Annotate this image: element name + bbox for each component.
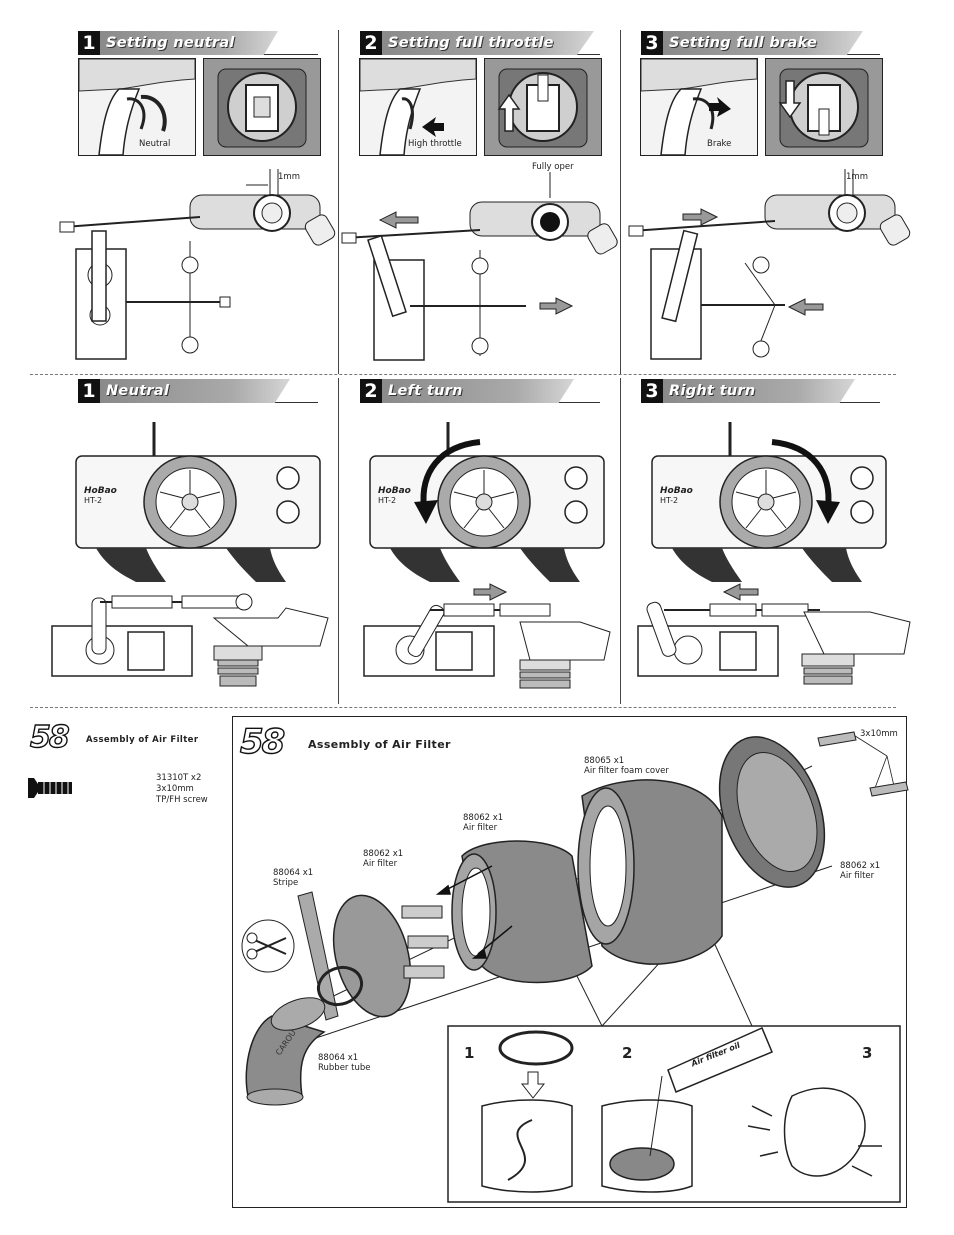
steering-linkage-diagram-left-turn (363, 583, 611, 689)
step-header-setting-neutral: 1 Setting neutral (78, 31, 278, 55)
radio-box-illustration (778, 68, 869, 148)
step-header-setting-full-throttle: 2 Setting full throttle (360, 31, 594, 55)
step-header-left-turn: 2 Left turn (360, 379, 574, 403)
transmitter-illustration-right-turn (651, 422, 887, 582)
step-title: Setting neutral (106, 35, 235, 51)
oil-step-number: 2 (622, 1044, 633, 1062)
gap-label: 1mm (846, 172, 868, 182)
photo-caption: Brake (707, 139, 732, 149)
part-number: 31310T x2 (156, 773, 202, 783)
trigger-photo-neutral: Neutral (78, 58, 196, 156)
step-badge: 58 (239, 721, 286, 762)
step-badge: 58 (29, 719, 70, 755)
step-number: 3 (641, 31, 663, 55)
step-header-setting-full-brake: 3 Setting full brake (641, 31, 863, 55)
throttle-linkage-diagram-full-throttle (341, 172, 618, 361)
transmitter-illustration-left-turn (369, 422, 605, 582)
radio-box-illustration (497, 68, 588, 148)
part-size: 3x10mm (156, 784, 194, 794)
servo-photo-full-brake (765, 58, 883, 156)
step-header-neutral: 1 Neutral (78, 379, 290, 403)
trigger-illustration (79, 59, 195, 155)
part-name: TP/FH screw (156, 795, 208, 805)
sidebar-title: Assembly of Air Filter (86, 735, 199, 745)
transmitter-brand: HoBao (84, 486, 117, 496)
transmitter-model: HT-2 (84, 496, 103, 505)
air-filter-exploded-view (241, 731, 909, 1203)
transmitter-brand: HoBao (660, 486, 693, 496)
step-number: 1 (78, 379, 100, 403)
trigger-photo-brake: Brake (640, 58, 758, 156)
gap-label: Fully oper (532, 162, 574, 172)
throttle-linkage-diagram-neutral (59, 169, 336, 360)
photo-caption: Neutral (139, 139, 171, 149)
steering-linkage-diagram-right-turn (637, 583, 911, 685)
part-label-screw-size: 3x10mm (860, 729, 898, 739)
assembly-title: Assembly of Air Filter (308, 738, 451, 751)
photo-caption: High throttle (408, 139, 462, 149)
step-title: Neutral (106, 383, 170, 399)
section-divider (30, 707, 896, 708)
step-number: 2 (360, 379, 382, 403)
throttle-linkage-diagram-full-brake (628, 169, 911, 360)
transmitter-illustration-neutral (75, 422, 321, 582)
servo-photo-full-throttle (484, 58, 602, 156)
divider-vertical (620, 378, 621, 704)
transmitter-brand: HoBao (378, 486, 411, 496)
step-number: 2 (360, 31, 382, 55)
oil-step-number: 1 (464, 1044, 475, 1062)
step-title: Left turn (388, 383, 463, 399)
servo-photo-neutral (203, 58, 321, 156)
divider-vertical (338, 30, 339, 374)
gap-label: 1mm (278, 172, 300, 182)
trigger-illustration (641, 59, 757, 155)
screw-icon (28, 778, 72, 798)
transmitter-model: HT-2 (378, 496, 397, 505)
transmitter-model: HT-2 (660, 496, 679, 505)
step-number: 3 (641, 379, 663, 403)
step-number: 1 (78, 31, 100, 55)
assembly-diagram-frame (232, 716, 907, 1208)
step-title: Right turn (669, 383, 756, 399)
divider-vertical (620, 30, 621, 374)
oil-step-number: 3 (862, 1044, 873, 1062)
trigger-illustration (360, 59, 476, 155)
section-divider (30, 374, 896, 375)
step-title: Setting full throttle (388, 35, 554, 51)
trigger-photo-high-throttle: High throttle (359, 58, 477, 156)
steering-linkage-diagram-neutral (51, 593, 329, 687)
divider-vertical (338, 378, 339, 704)
radio-box-illustration (217, 68, 307, 148)
step-title: Setting full brake (669, 35, 818, 51)
step-header-right-turn: 3 Right turn (641, 379, 855, 403)
